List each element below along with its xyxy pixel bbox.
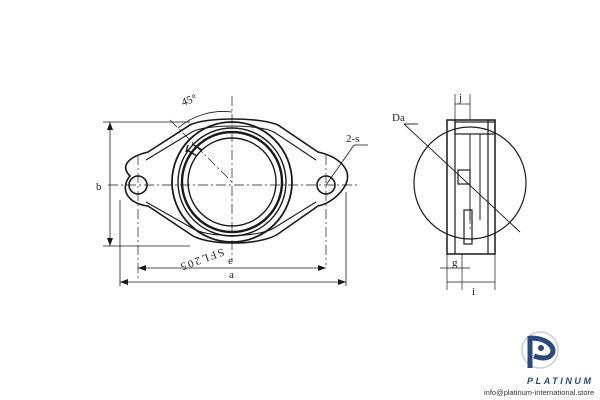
arrowheads [107, 122, 346, 285]
front-view [124, 118, 349, 244]
lock-collar [463, 209, 473, 245]
side-flange-top [454, 121, 496, 135]
holes-label: 2-s [346, 133, 359, 145]
flange-outline [124, 118, 349, 244]
side-view [403, 119, 527, 255]
da-detail-circle [413, 126, 527, 240]
i-label: i [472, 286, 475, 298]
e-label: e [228, 255, 233, 267]
side-housing [446, 119, 496, 255]
a-label: a [229, 269, 234, 281]
da-label: Da [392, 112, 405, 124]
housing-marking: SFL205 [177, 245, 226, 273]
center-lines [108, 96, 360, 278]
brand-name: PLATINUM [527, 376, 594, 386]
b-label: b [96, 181, 102, 193]
j-label: j [458, 92, 462, 104]
set-screw [457, 169, 471, 185]
brand-url: info@platinum-international.store [484, 388, 595, 397]
angle-label: 45° [180, 92, 199, 109]
side-dimensions [440, 94, 496, 290]
platinum-logo [521, 331, 559, 369]
g-label: g [452, 257, 458, 269]
front-dimensions [103, 111, 368, 286]
